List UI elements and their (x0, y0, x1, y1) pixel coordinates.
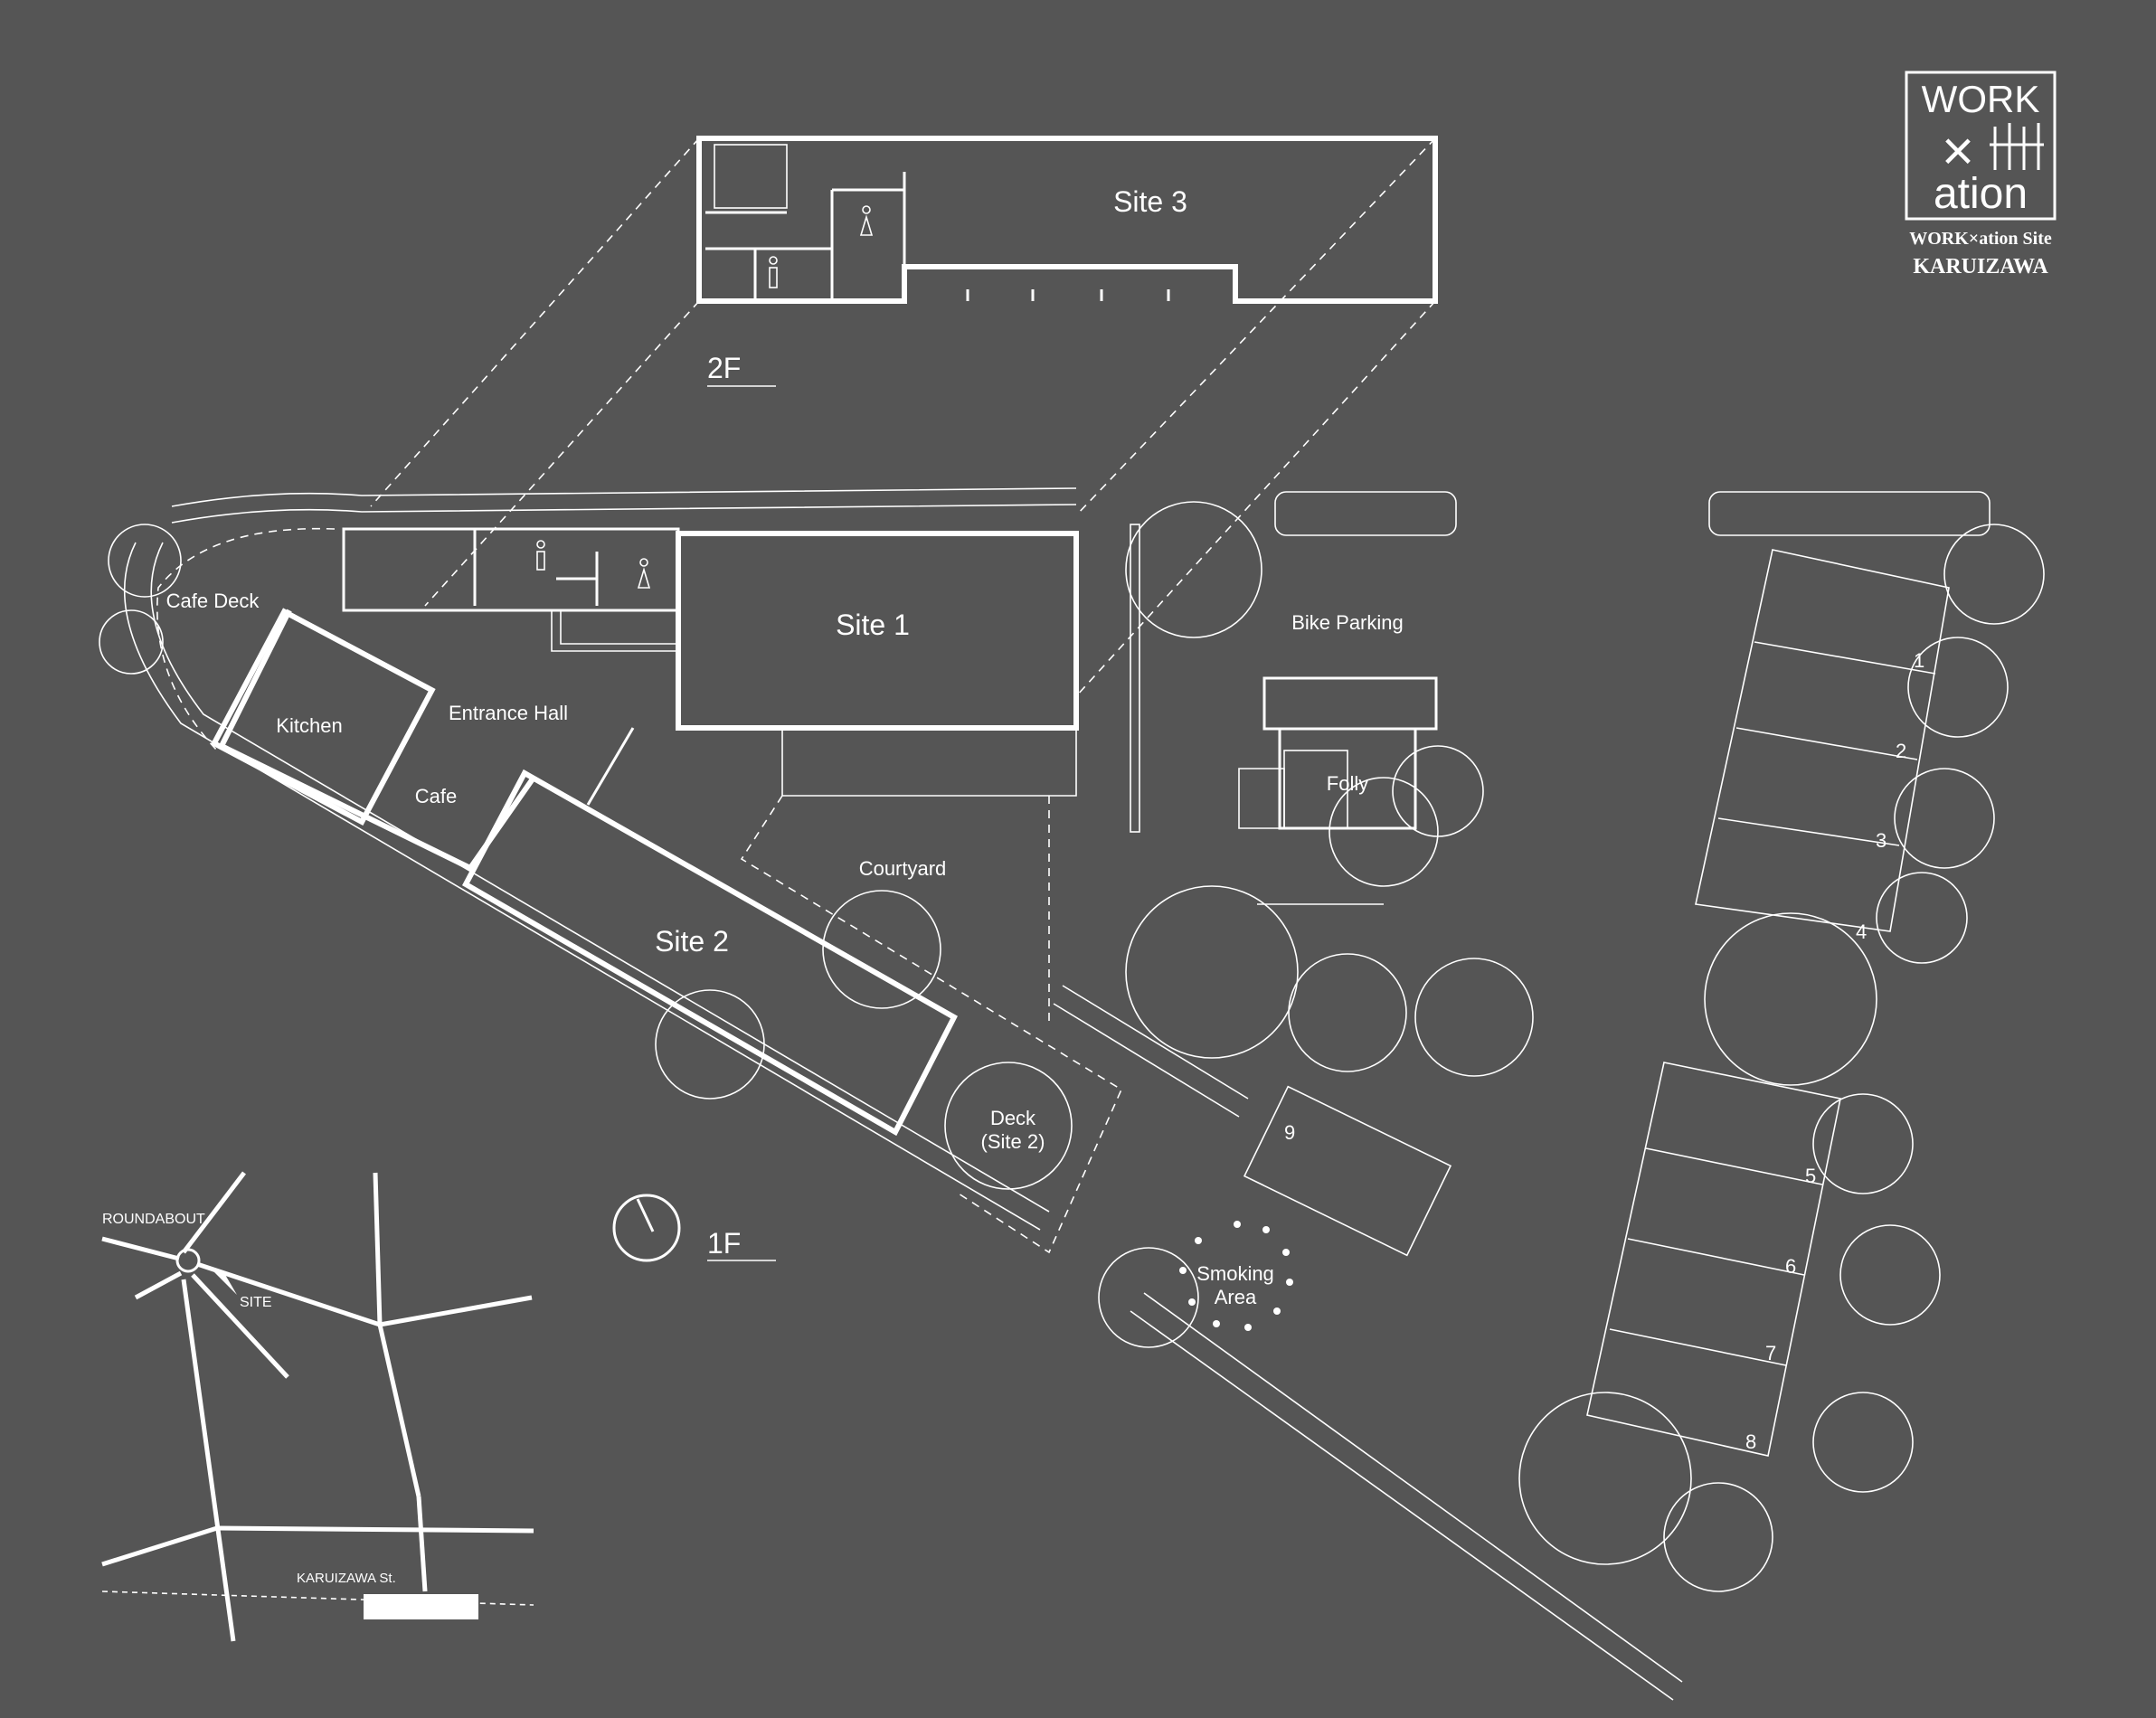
parking-number: 7 (1765, 1342, 1776, 1364)
room-deck-line1: Deck (990, 1107, 1036, 1129)
map-roundabout-label: ROUNDABOUT (102, 1212, 205, 1227)
projection-lines (370, 137, 1436, 697)
floor-1f-plan (156, 524, 1438, 1254)
parking-numbers: 1 2 3 4 5 6 7 8 9 (1284, 649, 1924, 1453)
parking-number: 1 (1914, 649, 1924, 672)
room-courtyard: Courtyard (859, 857, 947, 880)
floor-2f-plan: Site 3 2F (696, 136, 1438, 387)
map-site-label: SITE (240, 1295, 272, 1310)
station-block (364, 1594, 478, 1619)
smoking-area (1179, 1221, 1293, 1331)
roundabout-marker (175, 1248, 201, 1273)
map-street-label: KARUIZAWA St. (297, 1571, 396, 1586)
toilet-icon (859, 205, 874, 236)
north-arrow-icon (612, 1194, 681, 1262)
logo-subtitle: WORK×ation Site (1909, 229, 2052, 249)
location-map: ROUNDABOUT SITE KARUIZAWA St. (101, 1171, 534, 1642)
room-smoking-line1: Smoking (1196, 1262, 1274, 1285)
parking-number: 6 (1785, 1255, 1796, 1278)
logo-place: KARUIZAWA (1913, 255, 2048, 278)
room-cafe: Cafe (415, 785, 457, 807)
room-entrance-hall: Entrance Hall (449, 702, 568, 724)
parking-number: 2 (1896, 740, 1906, 762)
logo-bamboo-icon (1990, 123, 2044, 170)
parking-area-right (1243, 549, 1950, 1457)
parking-number: 3 (1876, 829, 1886, 852)
room-site-1: Site 1 (836, 609, 910, 641)
toilet-icon (769, 256, 778, 288)
logo-bottom: ation (1934, 170, 2028, 218)
toilet-icon (637, 558, 651, 589)
logo-cross: × (1942, 120, 1974, 183)
floor-label-2f: 2F (707, 352, 741, 384)
tree-icon (99, 501, 2045, 1592)
stone-wall-icon (123, 487, 1991, 1701)
room-bike-parking: Bike Parking (1291, 611, 1404, 634)
logo-top: WORK (1922, 78, 2040, 120)
room-smoking-line2: Area (1215, 1286, 1257, 1308)
floor-label-1f: 1F (707, 1227, 741, 1260)
parking-number: 4 (1856, 920, 1867, 943)
parking-number: 8 (1745, 1430, 1756, 1453)
room-cafe-deck: Cafe Deck (166, 590, 260, 612)
room-folly: Folly (1327, 772, 1368, 795)
logo: WORK × ation WORK×ation Site KARUIZAWA (1905, 71, 2057, 278)
site-arrow-icon (210, 1268, 237, 1295)
room-site-3: Site 3 (1113, 185, 1187, 218)
room-kitchen: Kitchen (276, 714, 342, 737)
room-deck-line2: (Site 2) (981, 1130, 1045, 1153)
room-site-2: Site 2 (655, 925, 729, 958)
parking-number: 5 (1805, 1165, 1816, 1187)
parking-number: 9 (1284, 1121, 1295, 1144)
toilet-icon (536, 540, 545, 571)
